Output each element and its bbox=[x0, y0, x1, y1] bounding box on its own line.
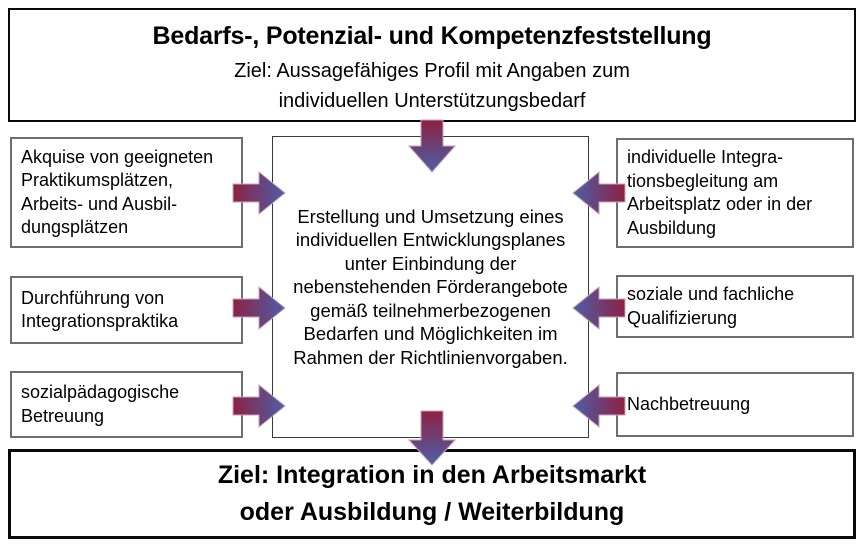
diagram-subtitle: Ziel: Aussagefähiges Profil mit Angaben … bbox=[234, 60, 630, 112]
left-box-integrationspraktika-text: Durchführung von Integrationspraktika bbox=[21, 287, 179, 332]
left-box-integrationspraktika: Durchführung von Integrationspraktika bbox=[10, 276, 243, 344]
right-box-qualifizierung-text: soziale und fachliche Qualifizierung bbox=[627, 284, 795, 328]
diagram-title: Bedarfs-, Potenzial- und Kompetenzfestst… bbox=[152, 22, 712, 50]
left-box-akquise: Akquise von geeigneten Praktikumsplätzen… bbox=[10, 137, 243, 248]
right-box-nachbetreuung: Nachbetreuung bbox=[616, 372, 854, 437]
bottom-goal-box: Ziel: Integration in den Arbeitsmarkt od… bbox=[8, 449, 856, 539]
right-box-nachbetreuung-text: Nachbetreuung bbox=[627, 393, 751, 414]
right-box-integrationsbegleitung: individuelle Integra- tionsbegleitung am… bbox=[616, 138, 854, 248]
left-box-betreuung-text: sozialpädagogische Betreuung bbox=[21, 382, 180, 426]
center-process-box: Erstellung und Umsetzung eines individue… bbox=[272, 136, 589, 438]
right-box-qualifizierung: soziale und fachliche Qualifizierung bbox=[616, 275, 854, 338]
top-goal-box: Bedarfs-, Potenzial- und Kompetenzfestst… bbox=[8, 8, 856, 122]
left-box-betreuung: sozialpädagogische Betreuung bbox=[10, 371, 243, 438]
center-process-text: Erstellung und Umsetzung eines individue… bbox=[293, 205, 568, 368]
right-box-integrationsbegleitung-text: individuelle Integra- tionsbegleitung am… bbox=[627, 147, 813, 238]
left-box-akquise-text: Akquise von geeigneten Praktikumsplätzen… bbox=[21, 146, 214, 238]
bottom-goal-text: Ziel: Integration in den Arbeitsmarkt od… bbox=[217, 461, 647, 526]
